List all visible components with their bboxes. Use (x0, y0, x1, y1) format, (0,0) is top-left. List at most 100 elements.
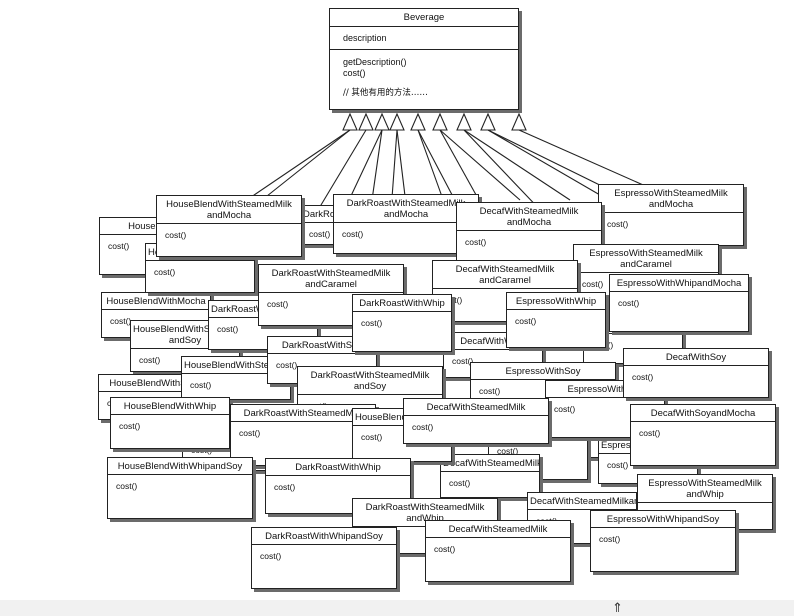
subclass-name: DecafWithSteamedMilkandSoy (528, 493, 636, 510)
subclass-method: cost() (361, 318, 383, 328)
inheritance-line (518, 129, 651, 189)
subclass-name: DecafWithWhip (444, 333, 542, 350)
subclass-name: DarkRoastWithSteamedMilk (231, 405, 375, 422)
inheritance-arrowhead (432, 112, 448, 131)
footer-arrow-icon: ⇑ (612, 600, 623, 615)
inheritance-arrowhead (358, 112, 374, 131)
inheritance-arrowhead (511, 112, 527, 131)
subclass-name: EspressoWithSteamedMilk andWhip (638, 475, 772, 503)
subclass-method: cost() (165, 230, 187, 240)
subclass-method: cost() (607, 460, 629, 470)
beverage-class-name: Beverage (330, 9, 518, 27)
subclass-name: DecafWithSteamedMilk (441, 455, 539, 472)
subclass-name: HouseBlendWithWhipandSoy (108, 458, 252, 475)
subclass-name: HouseBlendWithWhip (111, 398, 229, 415)
subclass-box: DarkRoastWithWhipandSoy cost() (251, 527, 397, 589)
inheritance-line (439, 129, 521, 201)
subclass-method: cost() (434, 544, 456, 554)
subclass-box: DarkRoastWithWhip cost() (352, 294, 452, 352)
subclass-name: DarkRoastWithSteamedMilk andSoy (298, 367, 442, 395)
subclass-name: EspressoWithSoy (546, 381, 664, 398)
subclass-name: EspressoWithWhipandSoy (591, 511, 735, 528)
subclass-method: cost() (599, 534, 621, 544)
subclass-box: EspressoWithSteamedMilk andMocha cost() (598, 184, 744, 246)
subclass-name: EspressoWithWhipandMocha (610, 275, 748, 292)
inheritance-line (396, 129, 406, 197)
subclass-method: cost() (639, 428, 661, 438)
subclass-method: cost() (632, 372, 654, 382)
inheritance-arrowhead (480, 112, 496, 131)
subclass-method: cost() (110, 316, 132, 326)
inheritance-arrowhead (456, 112, 472, 131)
subclass-box: DarkRoastWithSteamedMilk cost() (230, 404, 376, 466)
subclass-name: DarkRoastWithWhip (353, 295, 451, 312)
inheritance-line (349, 129, 383, 199)
subclass-method: cost() (108, 241, 130, 251)
subclass-name: DecafWithSoyandMocha (631, 405, 775, 422)
subclass-method: cost() (449, 478, 471, 488)
subclass-method: cost() (217, 324, 239, 334)
subclass-name: EspressoWithSoy (471, 363, 615, 380)
page-footer-strip (0, 600, 794, 616)
subclass-method: cost() (116, 481, 138, 491)
subclass-name: DarkRoastWithSoy (268, 337, 376, 354)
subclass-name: DarkRoastWithWhipandSoy (252, 528, 396, 545)
inheritance-line (261, 129, 351, 201)
subclass-method: cost() (342, 229, 364, 239)
subclass-box: DecafWithSteamedMilk cost() (440, 454, 540, 498)
subclass-name: DarkRoastWithSteamedMilk andCaramel (259, 265, 403, 293)
subclass-method: cost() (554, 404, 576, 414)
subclass-method: cost() (361, 432, 383, 442)
subclass-method: cost() (119, 421, 141, 431)
subclass-box: DecafWithSteamedMilk cost() (403, 398, 549, 444)
beverage-method: cost() (343, 68, 366, 78)
subclass-box: HouseBlendWithWhipandSoy cost() (107, 457, 253, 519)
subclass-method: cost() (139, 355, 161, 365)
subclass-name: DecafWithSteamedMilk (404, 399, 548, 416)
inheritance-line (391, 129, 398, 199)
subclass-method: cost() (260, 551, 282, 561)
inheritance-line (487, 129, 601, 196)
subclass-box: EspressoWithWhipandSoy cost() (590, 510, 736, 572)
subclass-name: DecafWithSteamedMilk (426, 521, 570, 538)
subclass-name: HouseBlend (100, 218, 208, 235)
subclass-box: EspressoWithWhipandMocha cost() (609, 274, 749, 332)
subclass-method: cost() (154, 267, 176, 277)
subclass-name: EspressoWithWhip (507, 293, 605, 310)
subclass-name: EspressoWithSteamedMilk andMocha (599, 185, 743, 213)
subclass-name: HouseBlendWithSteamedMilk andSoy (131, 321, 239, 349)
subclass-method: cost() (618, 298, 640, 308)
subclass-name: EspressoWithSteamedMilk andCaramel (574, 245, 718, 273)
subclass-box: HouseBlendWithWhip cost() (110, 397, 230, 449)
subclass-method: cost() (607, 219, 629, 229)
subclass-method: cost() (309, 229, 331, 239)
inheritance-line (417, 129, 446, 206)
inheritance-arrowhead (410, 112, 426, 131)
beverage-attribute: description (330, 27, 518, 50)
subclass-method: cost() (191, 445, 213, 455)
subclass-box: DecafWithSoyandMocha cost() (630, 404, 776, 466)
inheritance-arrowhead (342, 112, 358, 131)
subclass-method: cost() (412, 422, 434, 432)
subclass-method: cost() (515, 316, 537, 326)
subclass-method: cost() (452, 356, 474, 366)
subclass-method: cost() (239, 428, 261, 438)
subclass-method: cost() (497, 446, 519, 456)
subclass-box: DecafWithSoy cost() (623, 348, 769, 398)
inheritance-arrowhead (374, 112, 390, 131)
inheritance-arrowhead (389, 112, 405, 131)
subclass-name: DecafWithSoy (624, 349, 768, 366)
subclass-method: cost() (267, 299, 289, 309)
inheritance-line (463, 129, 546, 216)
subclass-box: DecafWithSteamedMilk cost() (425, 520, 571, 582)
subclass-name: HouseBlendWithMocha (102, 293, 210, 310)
inheritance-line (371, 129, 383, 201)
subclass-name: HouseBlendWithSoy (99, 375, 207, 392)
beverage-method: getDescription() (343, 57, 407, 67)
beverage-comment: // 其他有用的方法…… (343, 88, 428, 98)
subclass-name: HouseBlendWithSteamedMilk (182, 357, 290, 374)
beverage-class-box: Beverage description getDescription() co… (329, 8, 519, 110)
